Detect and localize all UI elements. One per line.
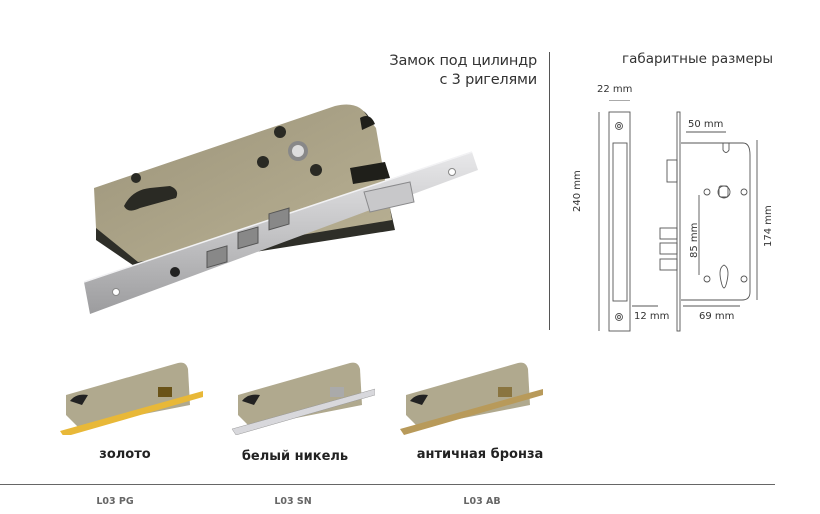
product-title-line1: Замок под цилиндр (389, 53, 537, 69)
variant-code-gold: L03 PG (96, 496, 134, 507)
main-lock-image (83, 104, 478, 314)
product-title-line2: с 3 ригелями (439, 72, 537, 88)
horizontal-divider (0, 484, 775, 485)
dim-faceplate-width: 22 mm (597, 84, 633, 95)
variant-image-nickel (231, 362, 375, 435)
vertical-divider (549, 52, 550, 330)
dimension-drawing (598, 100, 758, 332)
dim-total-height: 240 mm (572, 170, 583, 212)
variant-code-bronze: L03 AB (463, 496, 501, 507)
dim-body-depth: 69 mm (699, 311, 735, 322)
dim-body-height: 174 mm (763, 205, 774, 247)
variant-label-nickel: белый никель (241, 449, 349, 464)
variant-label-gold: золото (99, 447, 151, 462)
dimensions-title: габаритные размеры (622, 51, 773, 67)
variant-code-nickel: L03 SN (274, 496, 312, 507)
variant-image-gold (60, 362, 203, 435)
dim-centre-distance: 85 mm (689, 222, 700, 258)
product-title: Замок под цилиндр с 3 ригелями (389, 52, 537, 90)
variant-label-bronze: античная бронза (416, 447, 544, 462)
dim-faceplate-thickness: 12 mm (634, 311, 670, 322)
variant-image-bronze (400, 362, 543, 435)
dim-backset: 50 mm (688, 119, 724, 130)
